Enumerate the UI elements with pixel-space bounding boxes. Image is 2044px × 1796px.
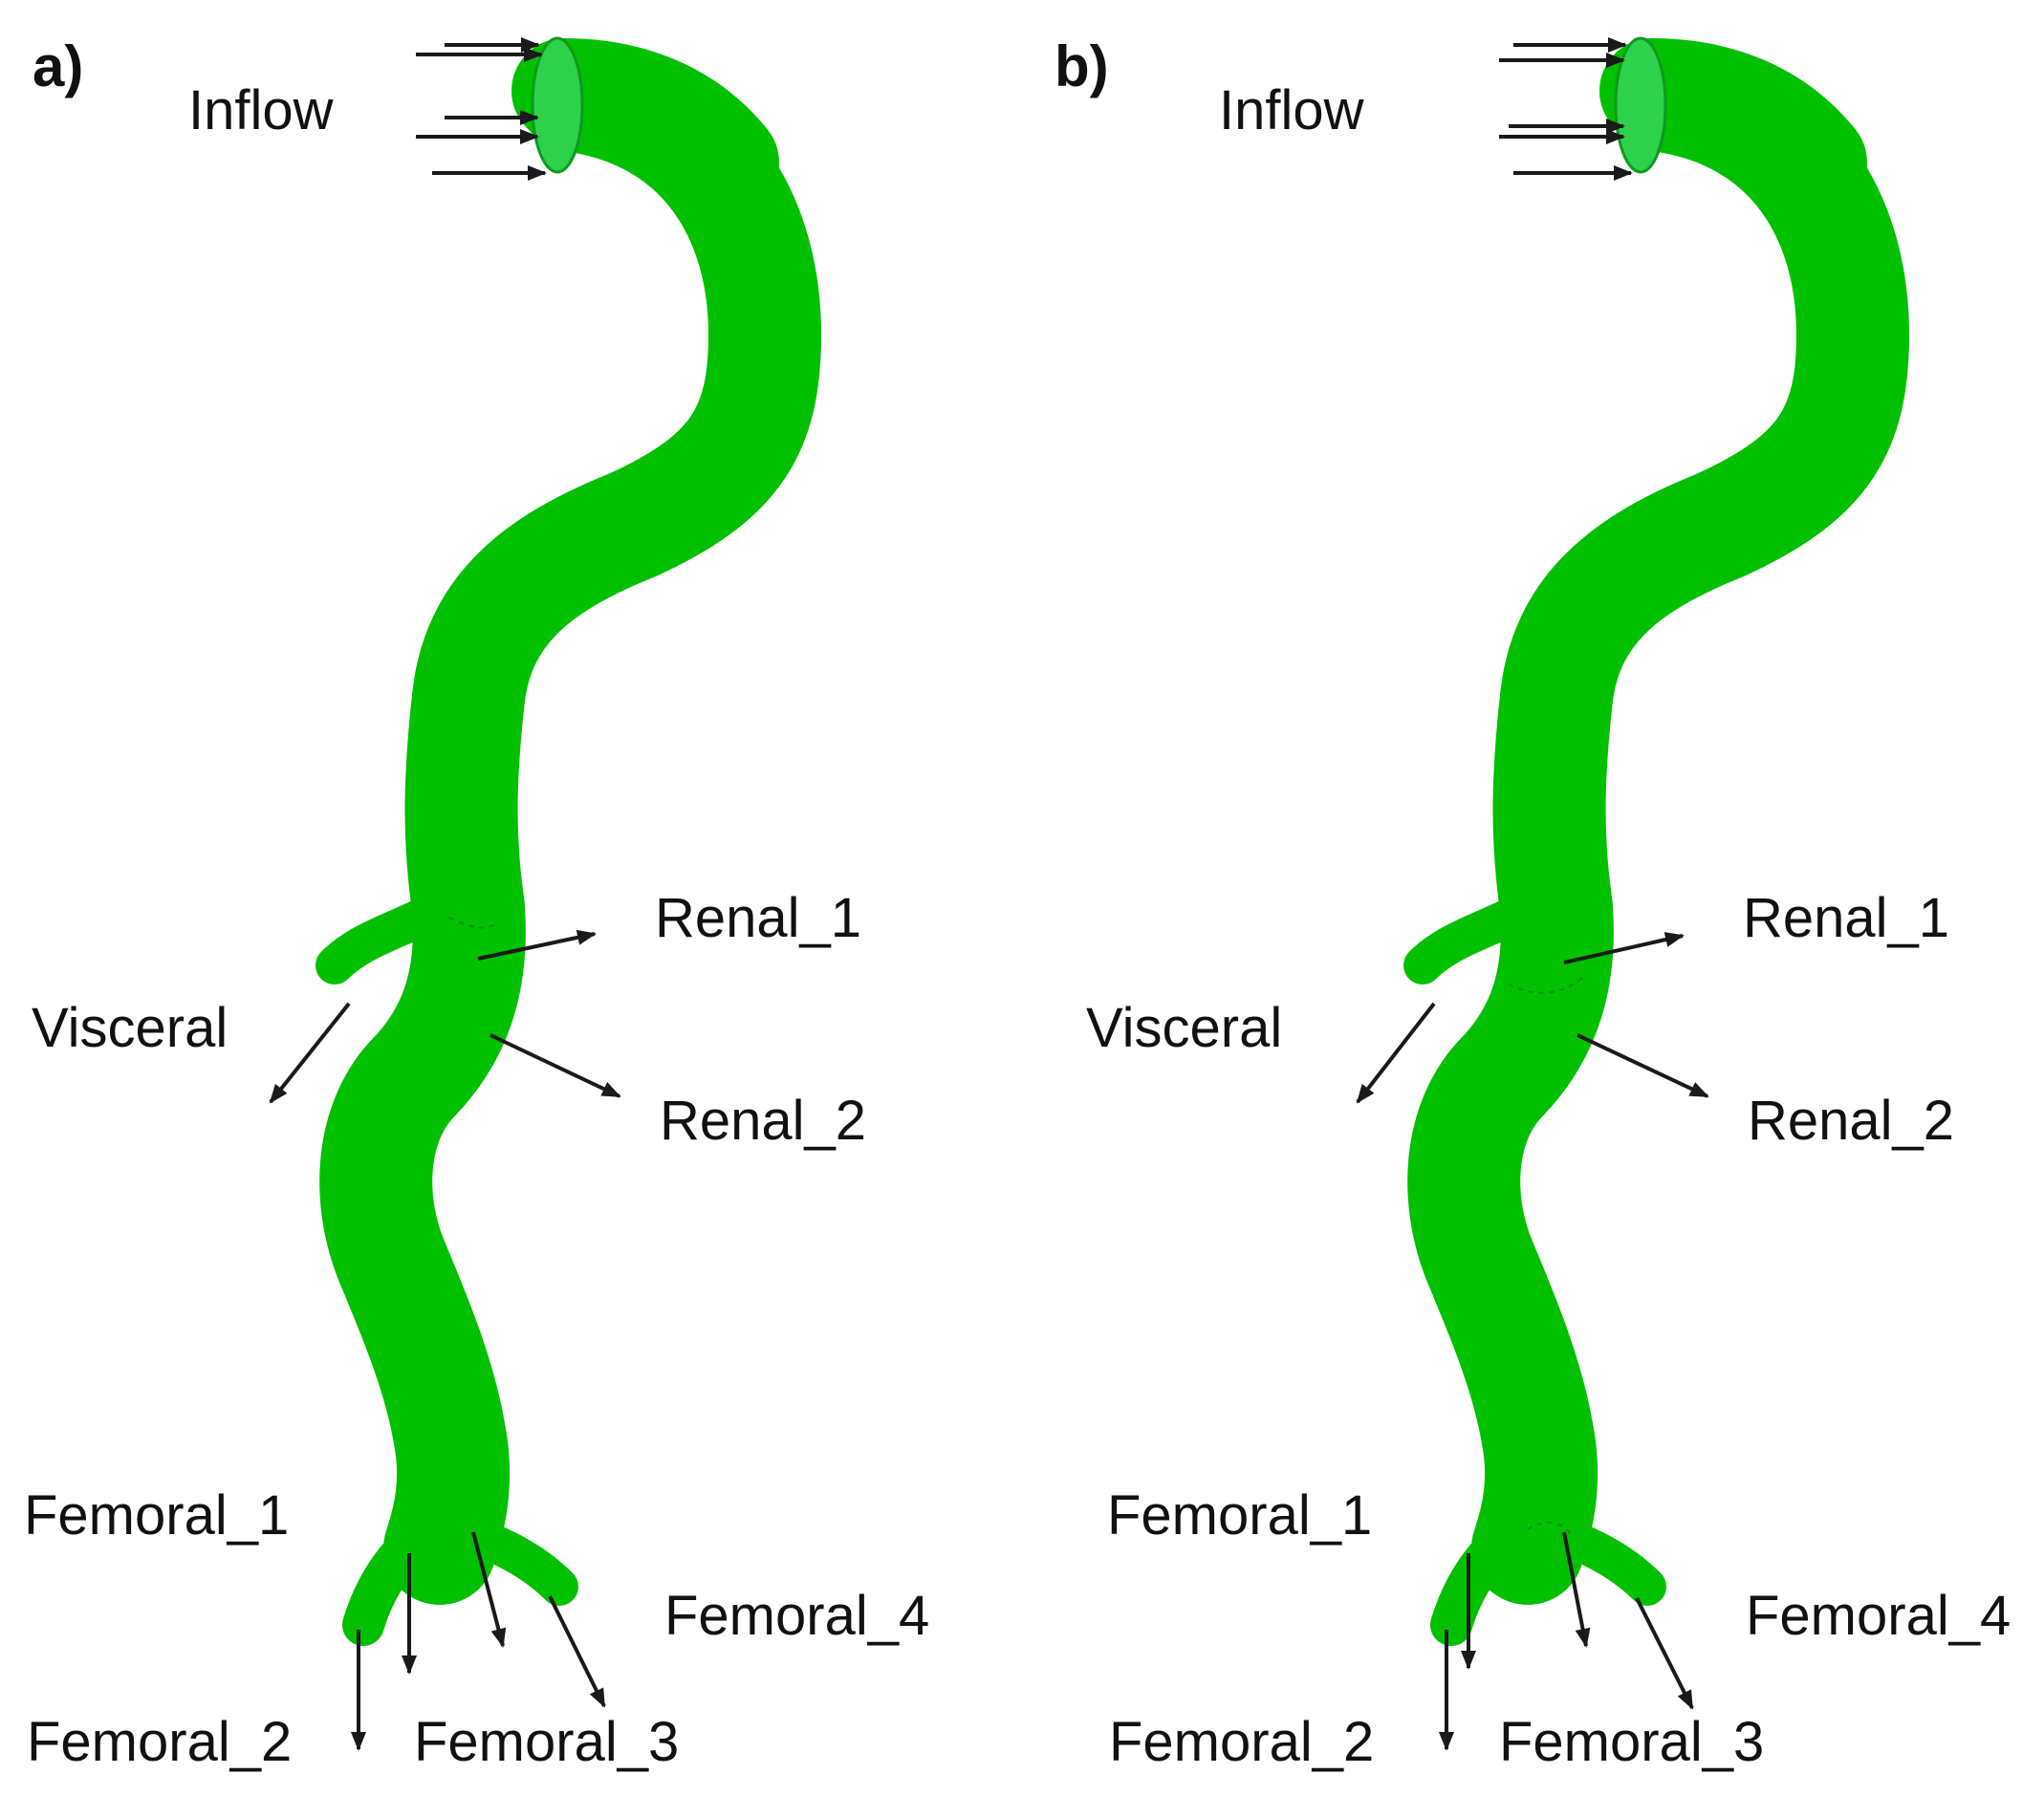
boundary-labels: Inflow Renal_1 Renal_2 Visceral Femoral_… <box>24 79 929 1773</box>
renal-1-label: Renal_1 <box>1743 887 1949 949</box>
renal-2-label: Renal_2 <box>1748 1090 1954 1152</box>
visceral-label: Visceral <box>1086 997 1282 1059</box>
panel-b: b) Inflow Renal_1 <box>1055 34 2011 1773</box>
inflow-label: Inflow <box>188 79 335 141</box>
inlet-surface <box>1614 36 1667 174</box>
femoral-3-label: Femoral_3 <box>1499 1711 1764 1773</box>
boundary-labels: Inflow Renal_1 Renal_2 Visceral Femoral_… <box>1086 79 2011 1773</box>
femoral-1-label: Femoral_1 <box>24 1484 289 1547</box>
femoral-3-label: Femoral_3 <box>414 1711 679 1773</box>
panel-label: b) <box>1055 34 1109 98</box>
femoral-1-label: Femoral_1 <box>1107 1484 1372 1547</box>
visceral-label: Visceral <box>32 997 228 1059</box>
femoral-4-label: Femoral_4 <box>1746 1585 2011 1647</box>
panel-label: a) <box>33 34 83 98</box>
inflow-arrows <box>416 37 547 181</box>
renal-1-label: Renal_1 <box>655 887 861 949</box>
renal-2-label: Renal_2 <box>660 1090 866 1152</box>
outflow-arrows <box>1356 932 1709 1751</box>
inlet-surface <box>531 36 584 174</box>
panel-a: a) Inflow Re <box>24 34 929 1773</box>
inflow-label: Inflow <box>1219 79 1365 141</box>
aorta-model <box>335 91 765 1625</box>
outflow-arrows <box>269 929 621 1751</box>
inflow-arrows <box>1499 37 1633 181</box>
femoral-2-label: Femoral_2 <box>27 1711 292 1773</box>
femoral-2-label: Femoral_2 <box>1109 1711 1374 1773</box>
aorta-model <box>1423 91 1853 1625</box>
femoral-4-label: Femoral_4 <box>664 1585 929 1647</box>
